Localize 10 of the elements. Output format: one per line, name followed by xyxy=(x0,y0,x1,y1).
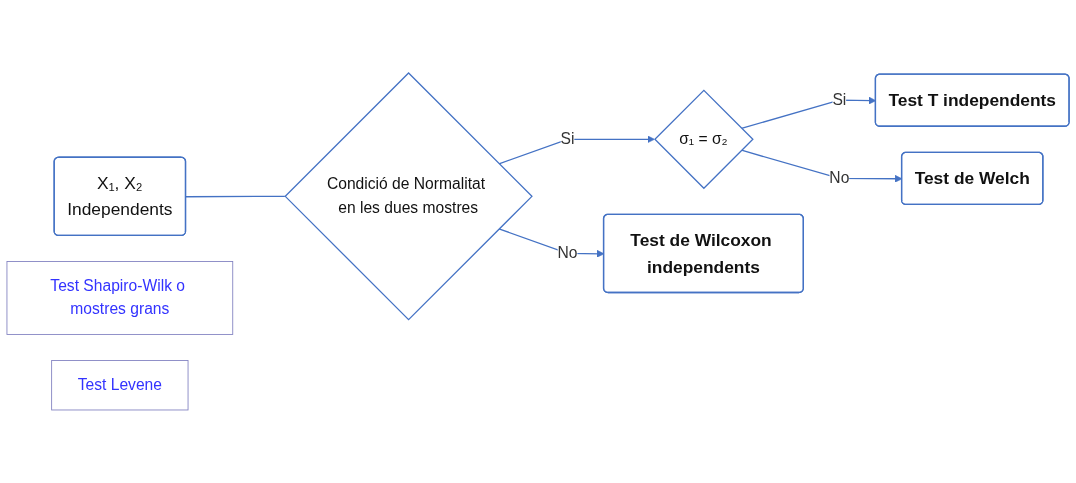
node-box: Test Shapiro-Wilk o mostres grans xyxy=(6,261,234,335)
connector xyxy=(185,195,286,198)
edge-label: Si xyxy=(560,130,575,148)
edge-label: Si xyxy=(832,91,847,109)
node-box: Test Levene xyxy=(51,360,189,411)
edge-label: No xyxy=(557,244,578,262)
node-diamond: σ₁ = σ₂ xyxy=(654,89,754,190)
node-diamond: Condició de Normalitat en les dues mostres xyxy=(284,72,533,321)
edge-label: No xyxy=(829,169,850,187)
arrow xyxy=(498,135,655,165)
